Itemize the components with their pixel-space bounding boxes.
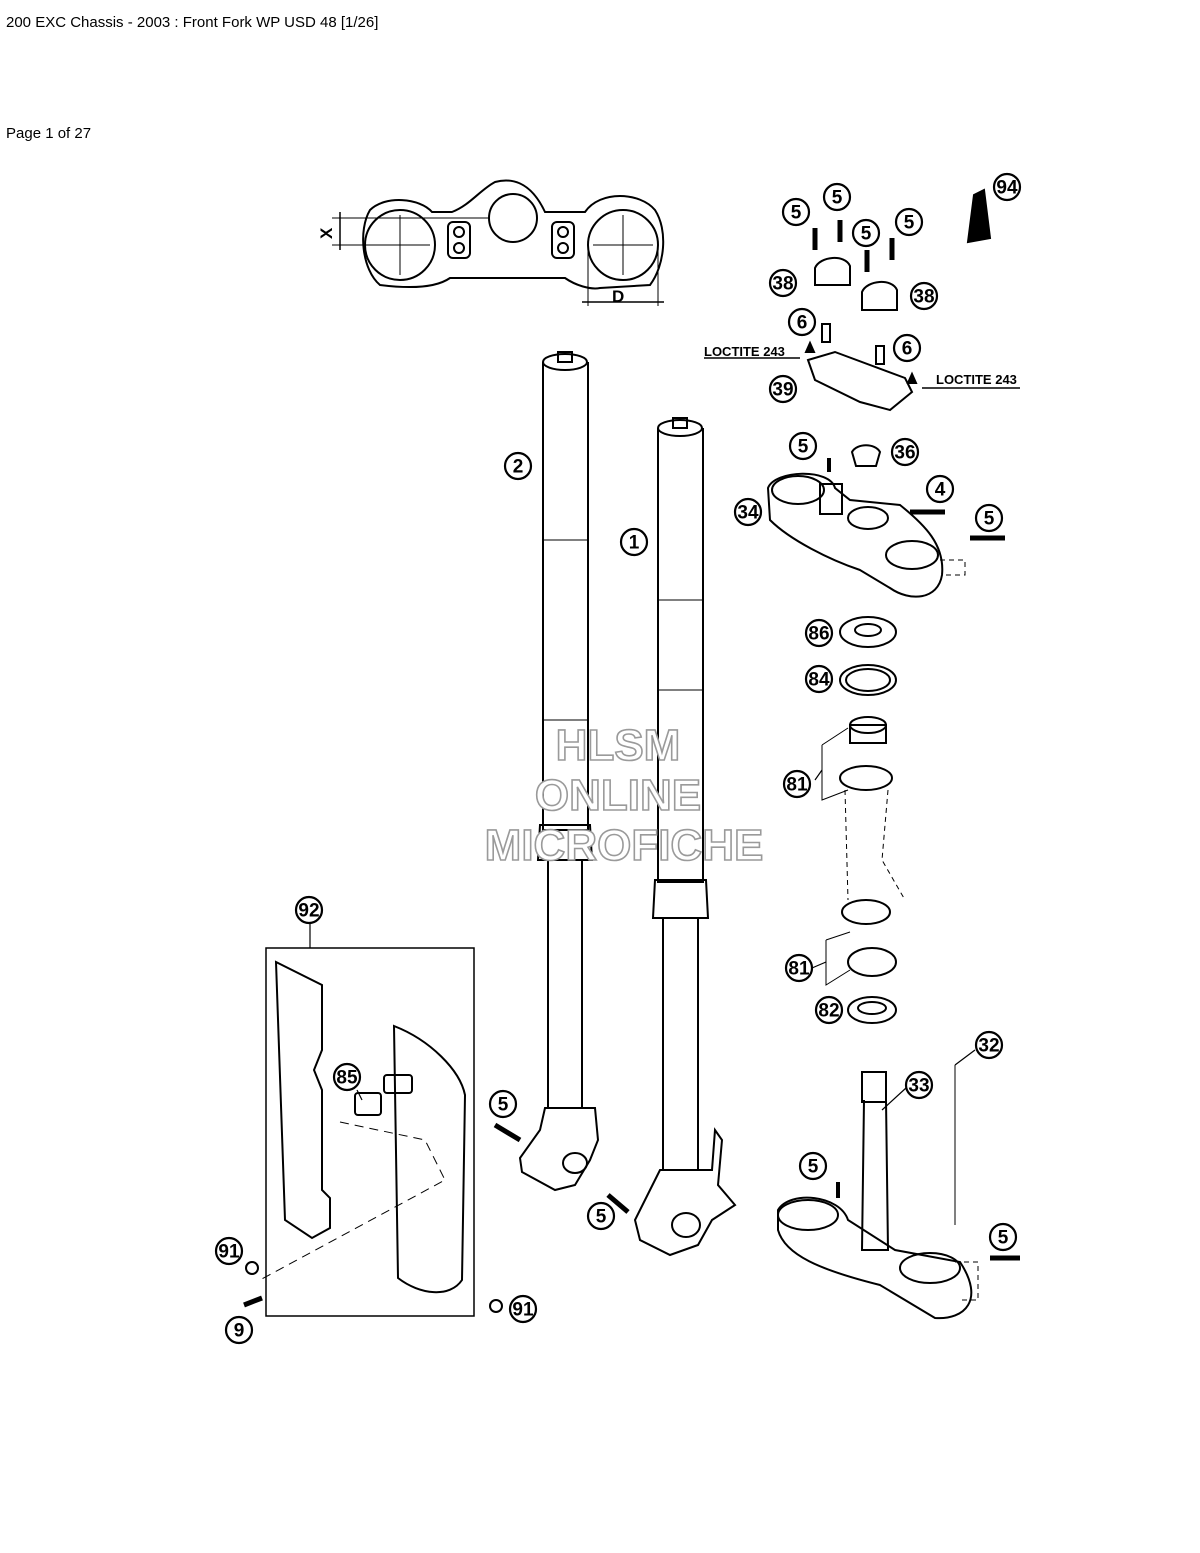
svg-text:94: 94 (996, 178, 1018, 199)
handlebar-clamps (804, 188, 992, 412)
callout-6: 6 (892, 333, 922, 363)
callout-5: 5 (894, 207, 924, 237)
svg-text:38: 38 (913, 287, 934, 308)
svg-text:5: 5 (861, 224, 872, 245)
callout-33: 33 (904, 1070, 934, 1100)
callout-38: 38 (768, 268, 798, 298)
fork-leg-2 (518, 351, 600, 1192)
svg-text:82: 82 (818, 1001, 839, 1022)
top-clamp-sketch (332, 179, 665, 306)
callout-5: 5 (851, 218, 881, 248)
callout-38: 38 (909, 281, 939, 311)
callout-5: 5 (988, 1222, 1018, 1252)
svg-text:85: 85 (336, 1068, 358, 1089)
dimension-d-label: D (612, 287, 624, 306)
page-number: Page 1 of 27 (6, 125, 92, 142)
watermark-line2: ONLINE (535, 771, 701, 820)
callout-86: 86 (804, 618, 834, 648)
watermark-line1: HLSM (556, 721, 681, 770)
svg-text:5: 5 (998, 1228, 1009, 1249)
callout-94: 94 (992, 172, 1022, 202)
callout-5: 5 (586, 1201, 616, 1231)
callout-5: 5 (781, 197, 811, 227)
callout-5: 5 (788, 431, 818, 461)
svg-text:32: 32 (978, 1036, 999, 1057)
svg-text:5: 5 (808, 1157, 819, 1178)
svg-text:91: 91 (218, 1242, 240, 1263)
callout-85: 85 (332, 1062, 362, 1092)
callout-2: 2 (503, 451, 533, 481)
leader-lines (309, 769, 976, 1111)
callout-5: 5 (798, 1151, 828, 1181)
svg-text:81: 81 (788, 959, 810, 980)
svg-text:34: 34 (737, 503, 759, 524)
callout-36: 36 (890, 437, 920, 467)
callout-91: 91 (214, 1236, 244, 1266)
callout-92: 92 (294, 895, 324, 925)
callout-5: 5 (488, 1089, 518, 1119)
svg-text:6: 6 (797, 313, 808, 334)
callout-1: 1 (619, 527, 649, 557)
callout-84: 84 (804, 664, 834, 694)
loctite-note-right: LOCTITE 243 (936, 372, 1017, 387)
svg-text:5: 5 (791, 203, 802, 224)
svg-text:5: 5 (832, 188, 843, 209)
svg-text:92: 92 (298, 901, 319, 922)
dimension-x-label: X (317, 227, 336, 239)
page-title: 200 EXC Chassis - 2003 : Front Fork WP U… (6, 14, 379, 31)
svg-text:33: 33 (908, 1076, 929, 1097)
lower-triple-clamp (777, 1065, 1020, 1320)
callout-82: 82 (814, 995, 844, 1025)
svg-text:81: 81 (786, 775, 808, 796)
svg-text:36: 36 (894, 443, 915, 464)
callout-39: 39 (768, 374, 798, 404)
svg-text:5: 5 (498, 1095, 509, 1116)
svg-text:86: 86 (808, 624, 829, 645)
callout-32: 32 (974, 1030, 1004, 1060)
steering-bearings (821, 616, 906, 1024)
svg-text:9: 9 (234, 1321, 245, 1342)
callout-91: 91 (508, 1294, 538, 1324)
callout-group: 94 5 5 5 5 38 38 6 6 39 2 1 5 36 4 34 5 … (214, 172, 1022, 1345)
svg-text:4: 4 (935, 480, 946, 501)
loctite-note-left: LOCTITE 243 (704, 344, 785, 359)
svg-text:39: 39 (772, 380, 793, 401)
upper-triple-clamp (766, 444, 1005, 598)
callout-81: 81 (784, 953, 814, 983)
svg-text:5: 5 (798, 437, 809, 458)
watermark-line3: MICROFICHE (485, 821, 764, 870)
callout-34: 34 (733, 497, 763, 527)
svg-text:5: 5 (984, 509, 995, 530)
svg-text:5: 5 (904, 213, 915, 234)
callout-5: 5 (974, 503, 1004, 533)
callout-9: 9 (224, 1315, 254, 1345)
svg-text:6: 6 (902, 339, 913, 360)
callout-4: 4 (925, 474, 955, 504)
fork-leg-1 (633, 417, 737, 1257)
svg-text:38: 38 (772, 274, 793, 295)
svg-text:5: 5 (596, 1207, 607, 1228)
svg-text:91: 91 (512, 1300, 534, 1321)
callout-81: 81 (782, 769, 812, 799)
fork-guard-kit (243, 947, 630, 1317)
callout-6: 6 (787, 307, 817, 337)
svg-text:2: 2 (513, 457, 524, 478)
svg-text:84: 84 (808, 670, 830, 691)
callout-5: 5 (822, 182, 852, 212)
svg-text:1: 1 (629, 533, 640, 554)
